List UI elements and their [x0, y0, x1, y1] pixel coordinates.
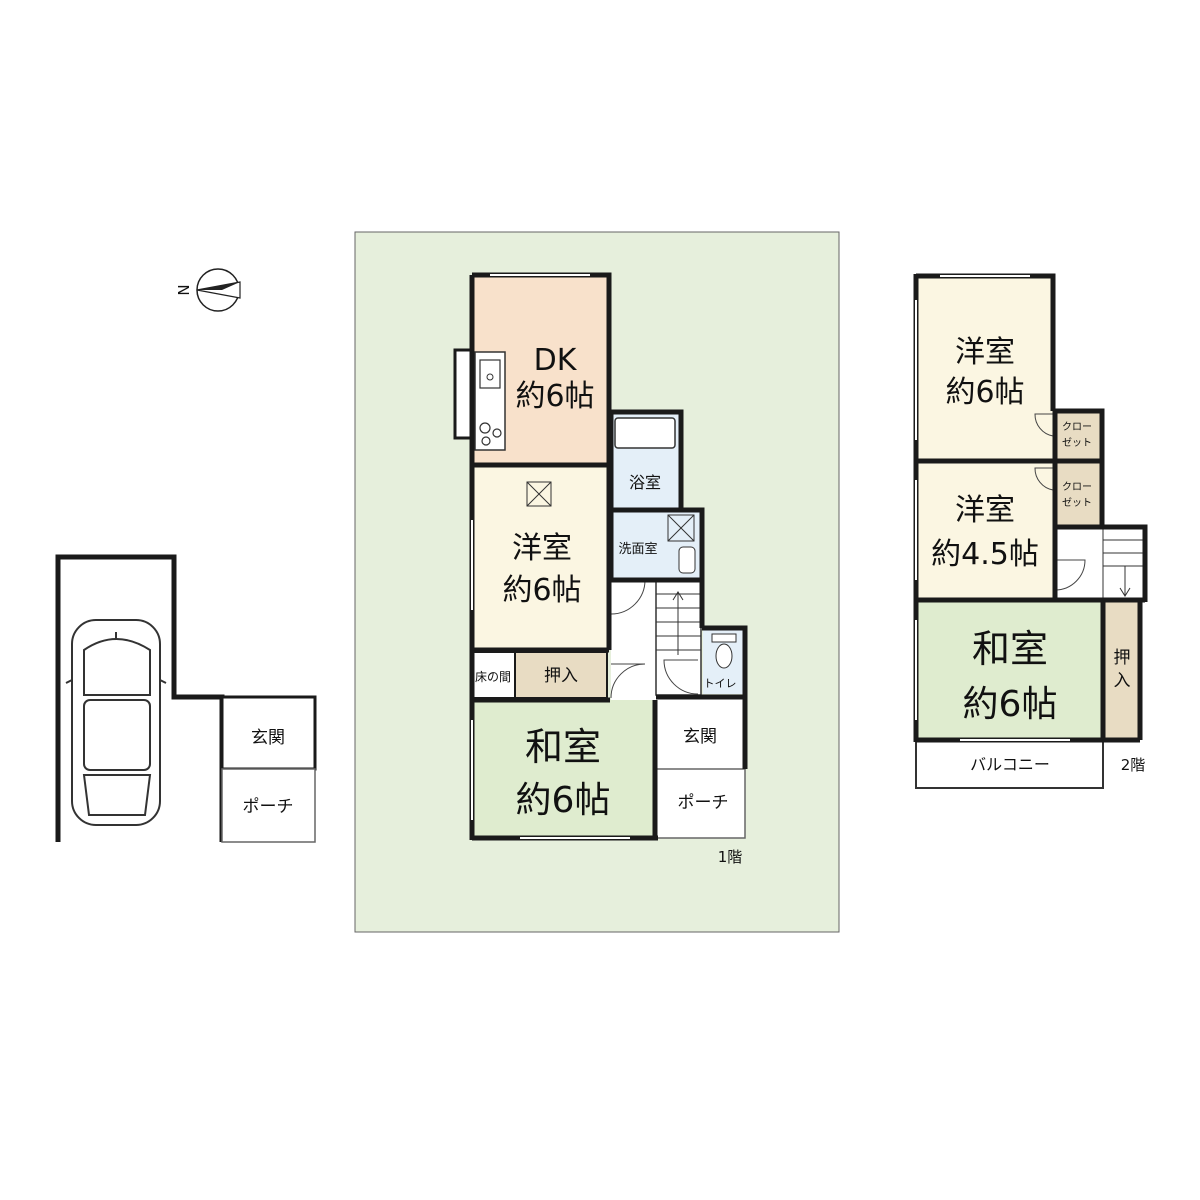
room-western1-2f [916, 276, 1053, 461]
sink-drain-icon [486, 373, 494, 381]
stove-icon [479, 422, 502, 446]
parking-entrance-box [220, 695, 317, 771]
room-tokonoma [471, 651, 516, 699]
oshiire-2f-label-line2: 入 [1114, 671, 1131, 691]
room-entrance-1f [656, 697, 745, 769]
room-washitsu-1f [472, 700, 655, 838]
closet1-label-line1: クロー [1062, 421, 1092, 433]
compass-north-label: N [175, 284, 193, 295]
washroom-label: 洗面室 [618, 541, 657, 557]
western-1f-name-label: 洋室 [512, 531, 572, 566]
balcony [915, 739, 1104, 789]
closet1-label-line2: ゼット [1062, 437, 1092, 449]
compass: N [175, 268, 241, 312]
door-swings-2f [1034, 413, 1086, 591]
bathtub-icon [614, 417, 676, 449]
window-lines-1f [469, 272, 630, 841]
oshiire-1f-label: 押入 [544, 666, 578, 686]
oshiire-2f [1105, 602, 1140, 740]
floor1-label: 1階 [718, 848, 743, 866]
bath-label: 浴室 [629, 473, 661, 492]
stair-arrowhead-icon [672, 591, 684, 601]
parking-entrance-label: 玄関 [251, 728, 285, 748]
washitsu-1f-name-label: 和室 [525, 725, 601, 769]
room-western2-2f [916, 461, 1055, 600]
window-lines-2f [913, 273, 1070, 743]
porch-1f-label: ポーチ [678, 793, 729, 813]
washer-icon [667, 514, 695, 542]
floor2-label: 2階 [1121, 756, 1146, 774]
dk-name-label: DK [534, 343, 578, 378]
closet2-2f [1055, 463, 1100, 527]
compass-needle-icon [197, 282, 240, 290]
hallway [611, 580, 656, 700]
sink-icon [479, 359, 501, 389]
closet2-label-line2: ゼット [1062, 497, 1092, 509]
floor2: 洋室 約6帖 洋室 約4.5帖 クロー ゼット クロー ゼット 和室 約6帖 押… [913, 273, 1148, 789]
room-washitsu-2f [916, 602, 1103, 740]
western2-2f-name-label: 洋室 [955, 493, 1015, 528]
western1-2f-name-label: 洋室 [955, 335, 1015, 370]
toilet-tank-icon [711, 633, 737, 643]
parking-porch-box [221, 768, 316, 843]
tokonoma-label: 床の間 [475, 670, 511, 684]
oshiire-2f-label-line1: 押 [1114, 648, 1131, 668]
western-1f-size-label: 約6帖 [502, 573, 581, 608]
toilet-label: トイレ [704, 677, 737, 690]
closet1-2f [1055, 411, 1100, 459]
windows-1f [471, 274, 630, 839]
washbasin-icon [678, 546, 696, 574]
floor1: DK 約6帖 洋室 約6帖 浴室 洗面室 トイレ 床の間 押入 和室 約6帖 玄… [453, 272, 748, 866]
landing-2f [1055, 527, 1145, 600]
washitsu-2f-size-label: 約6帖 [963, 684, 1058, 725]
windows-2f [915, 275, 1070, 741]
skylight-icon [526, 481, 552, 507]
dk-size-label: 約6帖 [515, 379, 594, 414]
western1-2f-size-label: 約6帖 [945, 375, 1024, 410]
parking-area: 玄関 ポーチ [55, 554, 317, 843]
entrance-1f-label: 玄関 [683, 727, 717, 747]
closet2-label-line1: クロー [1062, 481, 1092, 493]
toilet-bowl-icon [715, 643, 733, 669]
balcony-label: バルコニー [970, 755, 1050, 774]
western2-2f-size-label: 約4.5帖 [931, 537, 1039, 572]
washitsu-1f-size-label: 約6帖 [516, 780, 611, 821]
bay-window [453, 348, 474, 440]
parking-porch-label: ポーチ [243, 797, 294, 817]
washitsu-2f-name-label: 和室 [972, 627, 1048, 671]
car-icon [65, 619, 167, 826]
